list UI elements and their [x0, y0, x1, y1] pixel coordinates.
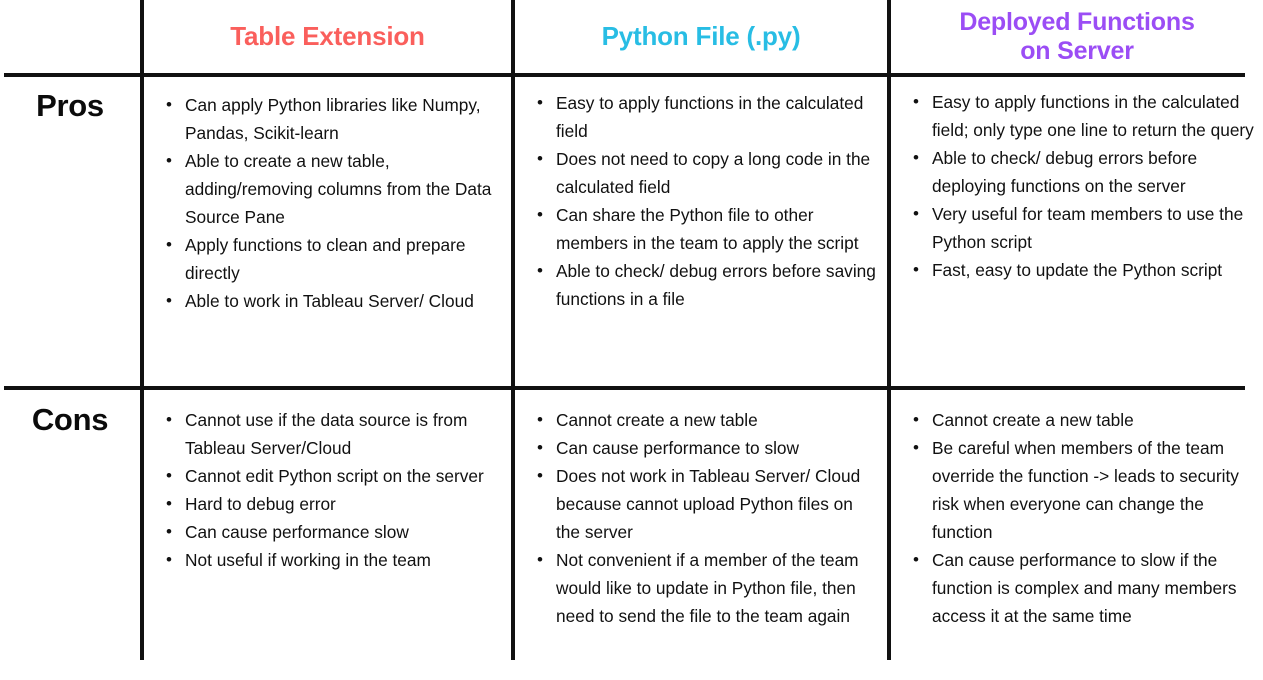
cell-cons-python-file: Cannot create a new tableCan cause perfo…	[534, 406, 879, 630]
list-item: Does not work in Tableau Server/ Cloud b…	[537, 462, 879, 546]
list-item: Can share the Python file to other membe…	[537, 201, 879, 257]
list-item: Hard to debug error	[166, 490, 508, 518]
column-header-label: Table Extension	[230, 20, 425, 51]
table-header-row: Table Extension Python File (.py) Deploy…	[0, 0, 1263, 73]
list-item: Very useful for team members to use the …	[913, 200, 1255, 256]
list-item: Cannot use if the data source is from Ta…	[166, 406, 508, 462]
list-item: Fast, easy to update the Python script	[913, 256, 1255, 284]
list-item: Cannot create a new table	[537, 406, 879, 434]
list-item: Can cause performance to slow if the fun…	[913, 546, 1255, 630]
column-header-deployed-functions: Deployed Functions on Server	[891, 0, 1263, 73]
list-item: Easy to apply functions in the calculate…	[913, 88, 1255, 144]
cell-pros-python-file: Easy to apply functions in the calculate…	[534, 89, 879, 313]
column-divider-2	[511, 0, 515, 660]
bullet-list: Can apply Python libraries like Numpy, P…	[163, 91, 508, 315]
list-item: Can cause performance to slow	[537, 434, 879, 462]
column-divider-3	[887, 0, 891, 660]
column-header-table-extension: Table Extension	[144, 0, 511, 73]
list-item: Cannot create a new table	[913, 406, 1255, 434]
bullet-list: Cannot create a new tableCan cause perfo…	[534, 406, 879, 630]
list-item: Can cause performance slow	[166, 518, 508, 546]
list-item: Able to check/ debug errors before savin…	[537, 257, 879, 313]
list-item: Cannot edit Python script on the server	[166, 462, 508, 490]
column-divider-1	[140, 0, 144, 660]
list-item: Be careful when members of the team over…	[913, 434, 1255, 546]
column-header-label: Python File (.py)	[601, 20, 801, 51]
pros-cons-divider-line	[4, 386, 1245, 390]
row-label-pros: Pros	[36, 88, 104, 123]
row-label-cons: Cons	[31, 402, 109, 437]
list-item: Apply functions to clean and prepare dir…	[166, 231, 508, 287]
list-item: Does not need to copy a long code in the…	[537, 145, 879, 201]
bullet-list: Easy to apply functions in the calculate…	[910, 88, 1255, 284]
column-header-python-file: Python File (.py)	[515, 0, 887, 73]
list-item: Not useful if working in the team	[166, 546, 508, 574]
cell-pros-deployed-functions: Easy to apply functions in the calculate…	[910, 88, 1255, 284]
column-header-label-line2: on Server	[1020, 36, 1134, 65]
cell-pros-table-extension: Can apply Python libraries like Numpy, P…	[163, 91, 508, 315]
bullet-list: Easy to apply functions in the calculate…	[534, 89, 879, 313]
cell-cons-deployed-functions: Cannot create a new tableBe careful when…	[910, 406, 1255, 630]
list-item: Able to work in Tableau Server/ Cloud	[166, 287, 508, 315]
column-header-label: Deployed Functions on Server	[959, 7, 1195, 66]
list-item: Not convenient if a member of the team w…	[537, 546, 879, 630]
cell-cons-table-extension: Cannot use if the data source is from Ta…	[163, 406, 508, 574]
list-item: Easy to apply functions in the calculate…	[537, 89, 879, 145]
bullet-list: Cannot use if the data source is from Ta…	[163, 406, 508, 574]
list-item: Able to create a new table, adding/remov…	[166, 147, 508, 231]
list-item: Can apply Python libraries like Numpy, P…	[166, 91, 508, 147]
header-divider-line	[4, 73, 1245, 77]
column-header-label-line1: Deployed Functions	[959, 7, 1195, 36]
list-item: Able to check/ debug errors before deplo…	[913, 144, 1255, 200]
bullet-list: Cannot create a new tableBe careful when…	[910, 406, 1255, 630]
